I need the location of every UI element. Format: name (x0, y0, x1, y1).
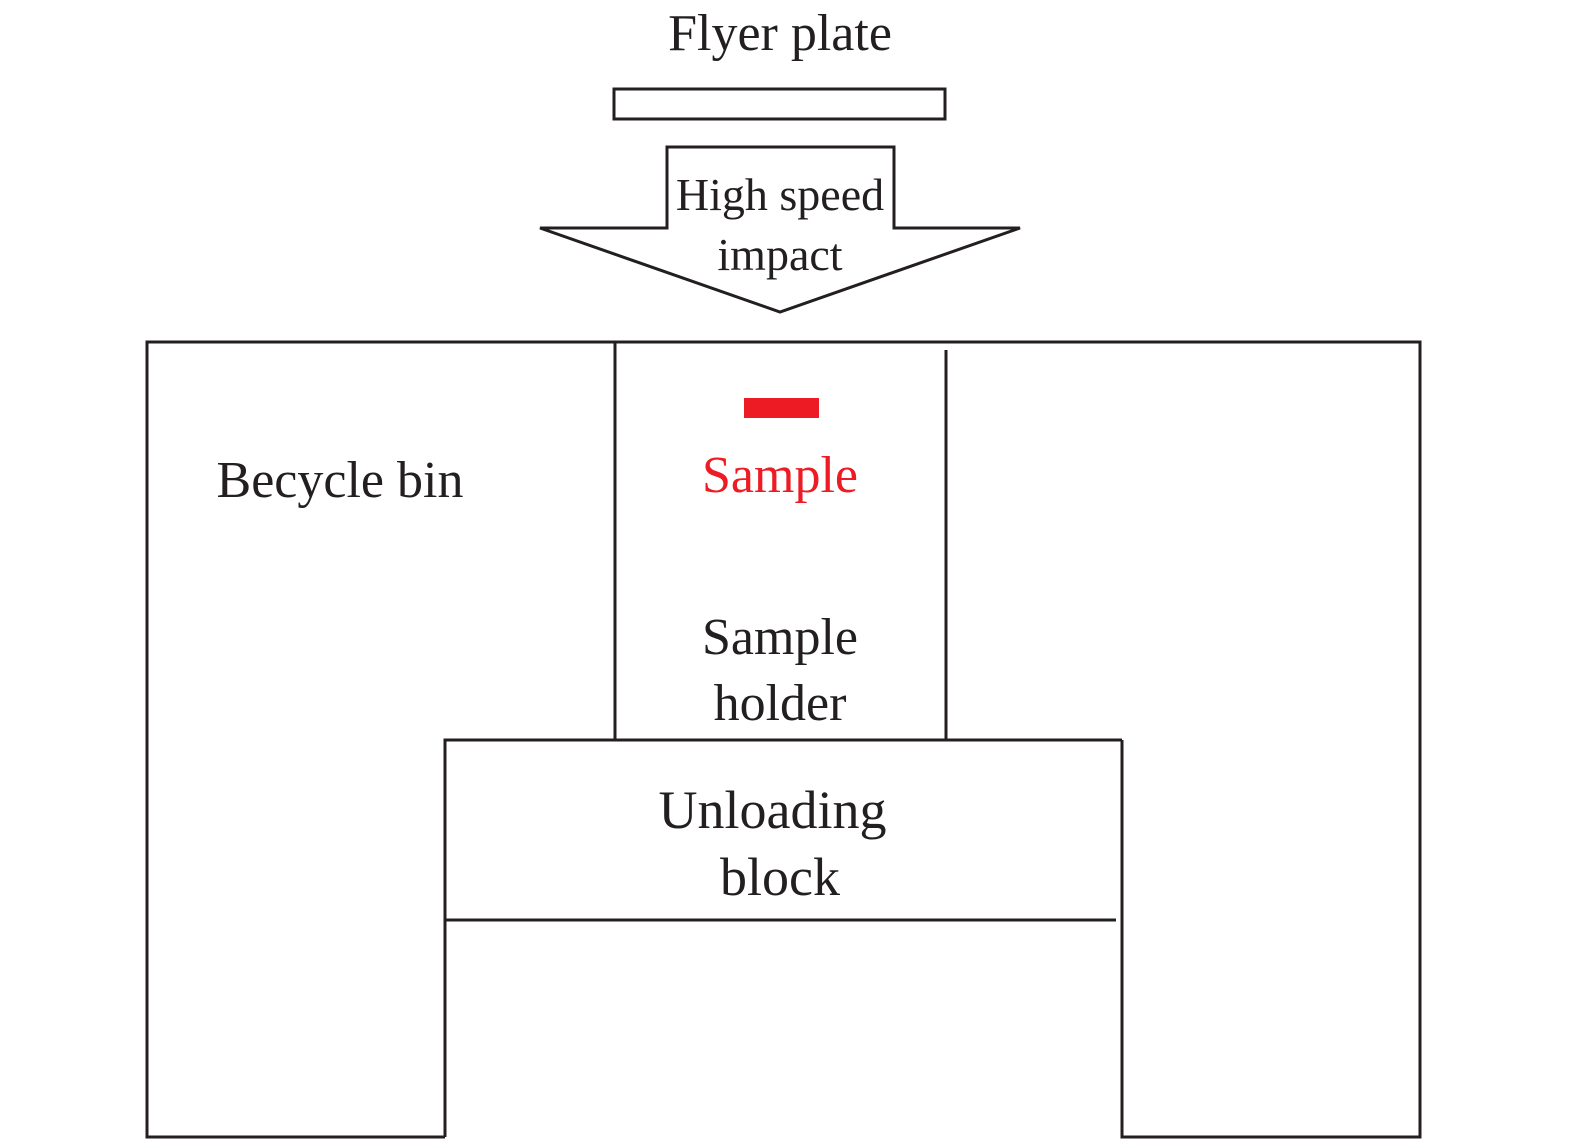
sample-label: Sample (702, 447, 858, 504)
unloading-block-outline (443, 738, 1122, 1137)
impact-label-line2: impact (717, 229, 843, 280)
unloading-block-label-line2: block (720, 847, 840, 907)
unloading-block-label-line1: Unloading (658, 780, 887, 840)
impact-arrow (539, 145, 1021, 314)
flyer-plate-label: Flyer plate (668, 5, 892, 62)
sample-holder-label-line2: holder (713, 675, 847, 732)
flyer-plate (612, 87, 947, 121)
sample-holder-label-line1: Sample (702, 609, 858, 666)
sample-marker (744, 398, 819, 418)
recycle-bin-label: Becycle bin (216, 452, 464, 509)
impact-label-line1: High speed (675, 169, 885, 220)
housing-outline (145, 340, 1422, 1139)
